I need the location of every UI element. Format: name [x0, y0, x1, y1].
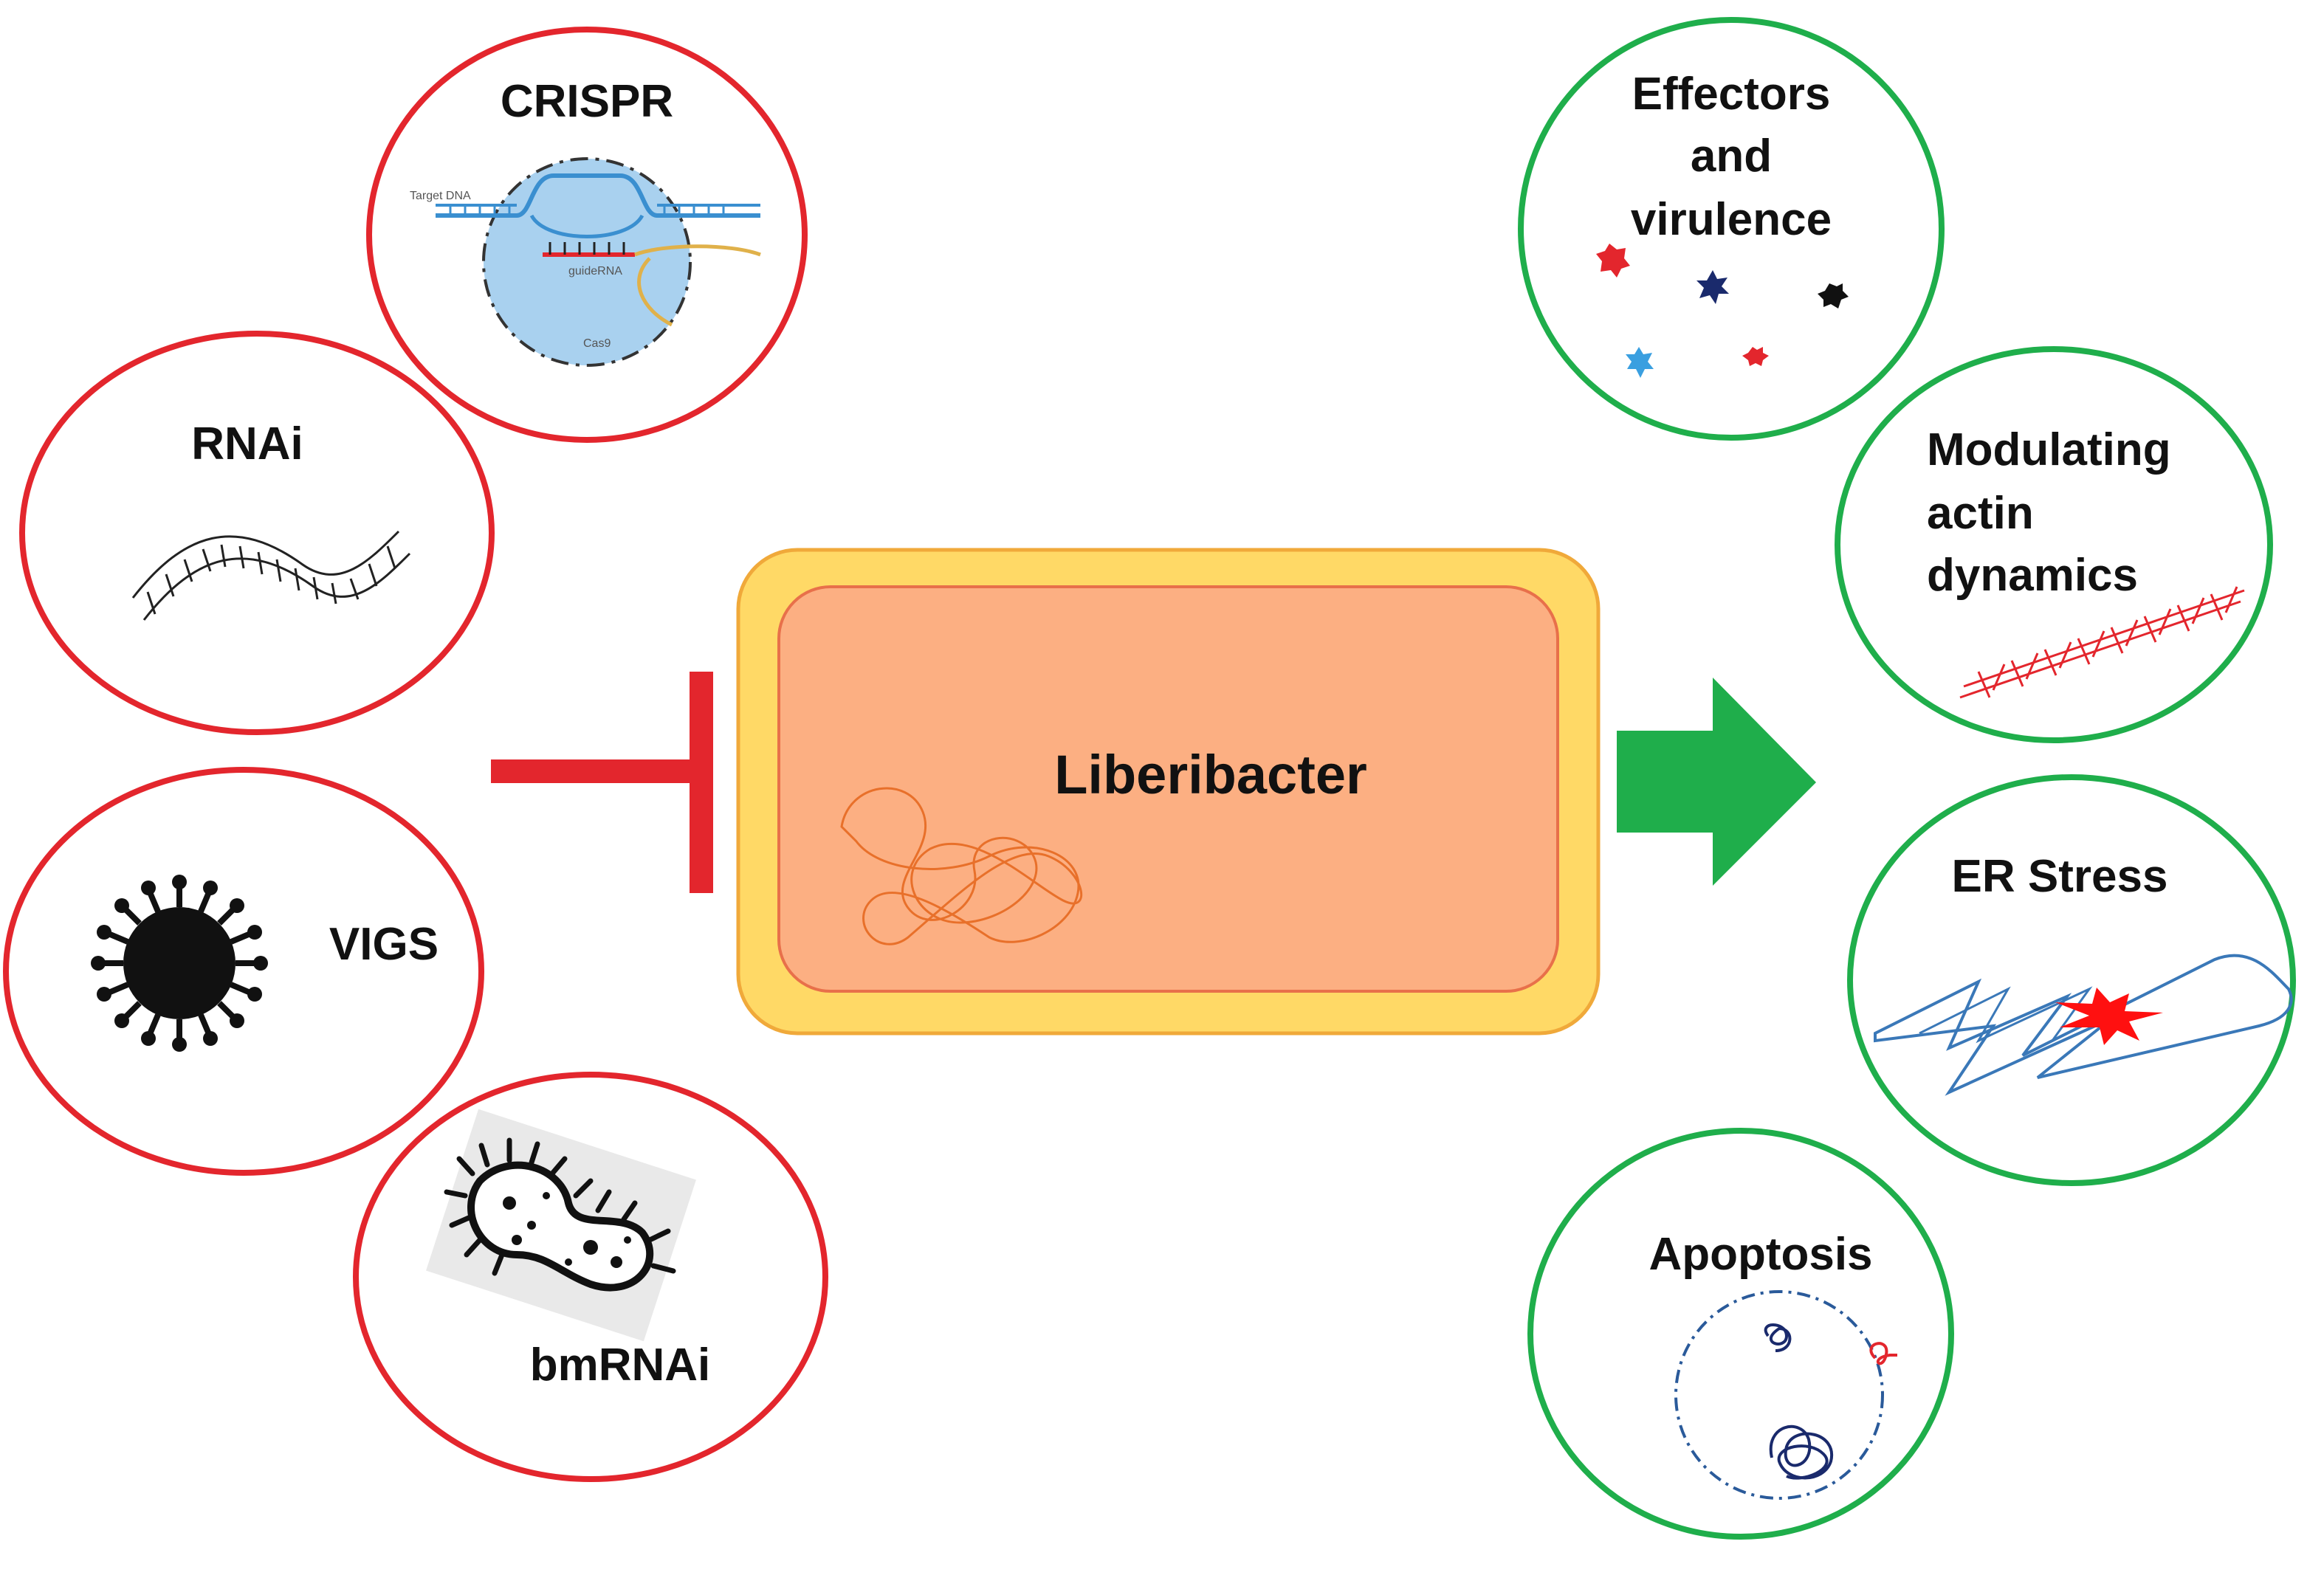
virus-icon [91, 875, 268, 1052]
crispr-node: CRISPR Target DNA guideRNA Cas9 [366, 27, 808, 443]
apoptosis-circle [1527, 1128, 1954, 1540]
er-stress-circle [1847, 774, 2296, 1186]
apoptotic-cell-icon [1674, 1290, 1897, 1500]
bmrnai-label: bmRNAi [530, 1340, 711, 1391]
actin-node: Modulating actin dynamics [1835, 346, 2273, 743]
crispr-guide-label: guideRNA [568, 265, 622, 278]
liberibacter-cell: Liberibacter [736, 548, 1601, 1036]
effectors-label-line3: virulence [1631, 194, 1832, 245]
effectors-label-line1: Effectors [1632, 69, 1831, 120]
actin-label-line2: actin [1927, 488, 2034, 539]
vigs-node: VIGS [3, 767, 484, 1176]
rnai-circle [19, 331, 495, 735]
rnai-node: RNAi [19, 331, 495, 735]
effectors-circle [1518, 17, 1945, 441]
bacterium-icon [426, 1109, 696, 1342]
effectors-node: Effectors and virulence [1518, 17, 1945, 441]
nucleoid-icon [840, 787, 1083, 945]
vigs-circle [3, 767, 484, 1176]
effector-dots-icon [1596, 244, 1849, 378]
cell-label: Liberibacter [1054, 744, 1367, 805]
apoptosis-label: Apoptosis [1649, 1229, 1872, 1280]
actin-filament-icon [1959, 586, 2245, 699]
effectors-label-line2: and [1691, 131, 1772, 182]
crispr-cas9-icon: Target DNA guideRNA Cas9 [410, 157, 761, 367]
crispr-cas-label: Cas9 [583, 337, 611, 350]
promotion-arrow [1617, 678, 1816, 886]
rna-ladder-icon [131, 530, 411, 621]
vigs-label: VIGS [329, 919, 439, 970]
apoptosis-node: Apoptosis [1527, 1128, 1954, 1540]
actin-label-line1: Modulating [1927, 424, 2171, 475]
er-stress-node: ER Stress [1847, 774, 2296, 1186]
stress-burst [2055, 988, 2163, 1045]
inhibition-bar [491, 672, 713, 893]
rnai-label: RNAi [191, 418, 303, 469]
actin-label-line3: dynamics [1927, 550, 2138, 601]
actin-circle [1835, 346, 2273, 743]
er-stress-label: ER Stress [1952, 851, 2168, 902]
crispr-label: CRISPR [501, 76, 673, 127]
bmrnai-node: bmRNAi [353, 1072, 828, 1482]
crispr-target-label: Target DNA [410, 190, 471, 202]
er-stress-icon [1874, 954, 2293, 1096]
